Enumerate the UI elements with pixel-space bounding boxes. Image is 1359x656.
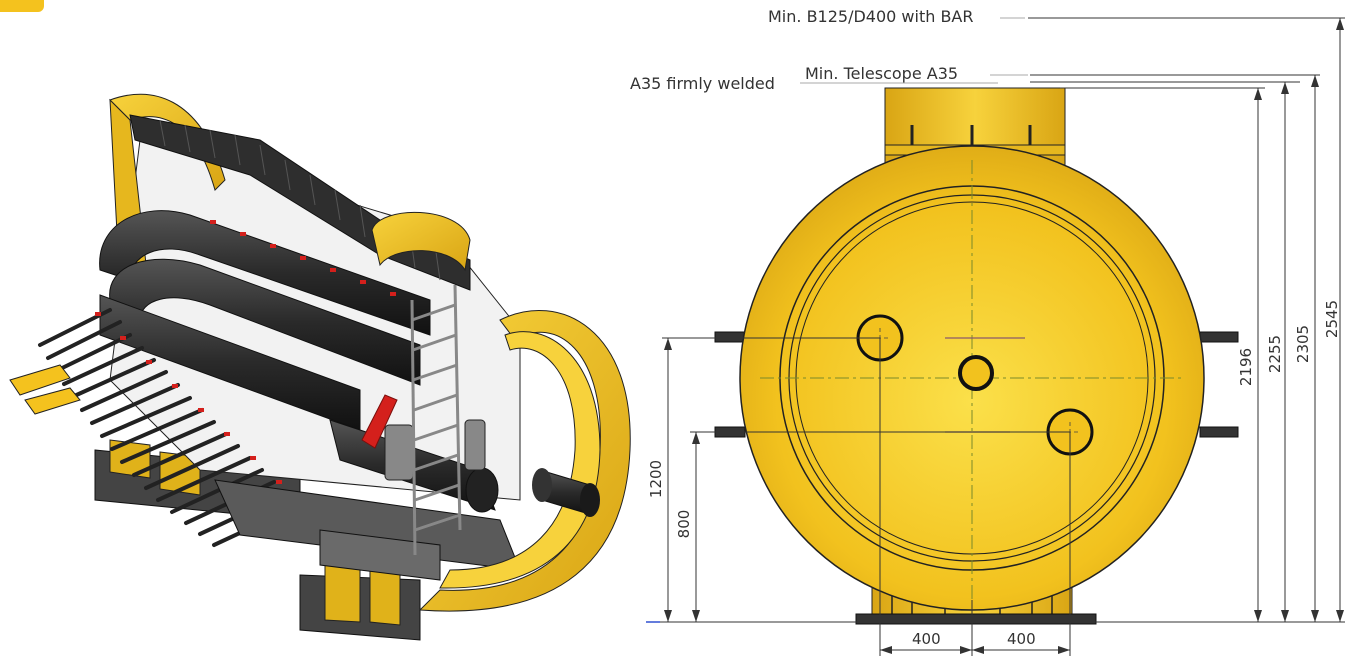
dimension-2196: 2196 [1237,347,1255,387]
dimension-2545: 2545 [1323,299,1341,339]
side-nozzle [1199,426,1239,438]
label-top-cover: Min. B125/D400 with BAR [768,7,974,26]
dimension-1200: 1200 [647,459,665,499]
ladder [410,284,462,556]
dimension-400-right: 400 [1007,630,1036,648]
red-valve-handle [361,394,398,449]
end-cap-right [418,310,631,612]
access-neck [371,211,471,272]
dimension-2255: 2255 [1266,334,1284,374]
valve-handles [95,220,396,484]
dimension-2305: 2305 [1294,324,1312,364]
cut-edge-left [9,364,71,396]
base-plate [855,613,1097,625]
side-nozzle [714,331,746,343]
tank-3d-cutaway [9,93,631,641]
dimension-800: 800 [675,509,693,539]
opening-center [958,355,994,391]
manifold-pipe-lower [109,258,421,386]
yellow-corner-tag-icon [0,0,44,12]
dimension-400-left: 400 [912,630,941,648]
label-welded: A35 firmly welded [630,74,775,93]
side-nozzle [1199,331,1239,343]
manifold-pipe-upper [99,210,431,336]
label-telescope: Min. Telescope A35 [805,64,959,83]
